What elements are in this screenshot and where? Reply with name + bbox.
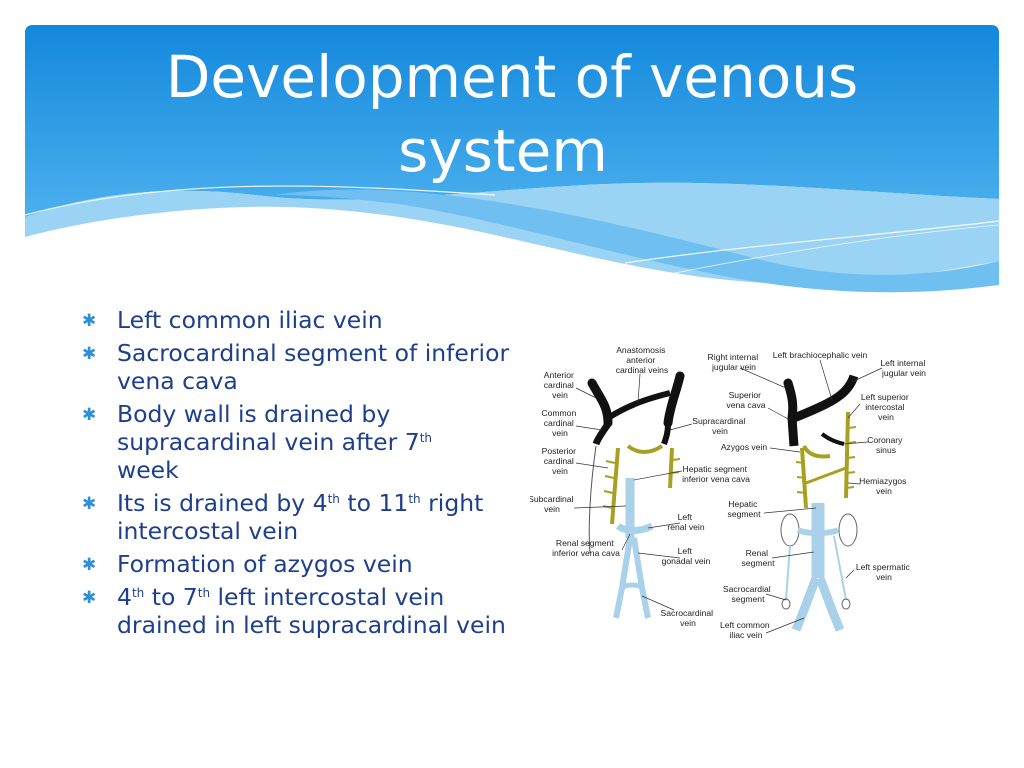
diagram-leader-lines xyxy=(573,359,883,634)
label-azygos-vein: Azygos vein xyxy=(721,442,768,452)
label-left-renal-vein: Left renal vein xyxy=(667,512,704,532)
bullet-text: supracardinal vein after 7 xyxy=(117,428,420,456)
label-subcardinal-vein: Subcardinal vein xyxy=(530,494,576,514)
bullet-text: Sacrocardinal segment of inferior vena c… xyxy=(117,339,510,395)
label-left-common-iliac-vein: Left common iliac vein xyxy=(720,620,772,640)
label-left-superior-intercostal-vein: Left superior intercostal vein xyxy=(861,392,911,422)
bullet-text: Formation of azygos vein xyxy=(117,550,413,578)
bullet-text: right intercostal vein xyxy=(117,489,484,545)
asterisk-bullet-icon: ✱ xyxy=(82,311,97,331)
bullet-item: ✱ 4th to 7th left intercostal vein drain… xyxy=(82,583,512,639)
bullet-item: ✱ Formation of azygos vein xyxy=(82,550,512,578)
ordinal-suffix: th xyxy=(327,492,340,506)
ordinal-suffix: th xyxy=(131,586,145,600)
bullet-item: ✱ Its is drained by 4th to 11th right in… xyxy=(82,489,512,545)
asterisk-bullet-icon: ✱ xyxy=(82,405,97,425)
asterisk-bullet-icon: ✱ xyxy=(82,588,97,608)
bullet-item: ✱ Sacrocardinal segment of inferior vena… xyxy=(82,339,512,395)
title-banner xyxy=(25,25,999,305)
label-sacrocardial-segment: Sacrocardial segment xyxy=(723,584,773,604)
bullet-text: 4 xyxy=(117,583,132,611)
early-stage-diagram xyxy=(587,371,685,619)
ordinal-suffix: th xyxy=(419,431,433,445)
label-superior-vena-cava: Superior vena cava xyxy=(726,390,765,410)
label-right-internal-jugular-vein: Right internal jugular vein xyxy=(707,352,760,372)
venous-development-diagram: Anastomosis anterior cardinal veins Ante… xyxy=(530,338,960,648)
label-left-brachiocephalic-vein: Left brachiocephalic vein xyxy=(773,350,868,360)
asterisk-bullet-icon: ✱ xyxy=(82,494,97,514)
label-left-spermatic-vein: Left spermatic vein xyxy=(856,562,912,582)
bullet-text: week xyxy=(117,456,179,484)
label-posterior-cardinal-vein: Posterior cardinal vein xyxy=(542,446,579,476)
ordinal-suffix: th xyxy=(408,492,421,506)
bullet-text: to 11 xyxy=(339,489,409,517)
label-hemiazygos-vein: Hemiazygos vein xyxy=(859,476,909,496)
label-common-cardinal-vein: Common cardinal vein xyxy=(541,408,578,438)
slide-title-line-1: Development of venous xyxy=(165,43,859,111)
label-anastomosis: Anastomosis anterior cardinal veins xyxy=(616,345,669,375)
late-stage-diagram xyxy=(780,374,859,632)
title-banner-background xyxy=(25,25,999,293)
bullet-text: Left common iliac vein xyxy=(117,306,383,334)
label-hepatic-segment-ivc: Hepatic segment inferior vena cava xyxy=(682,464,750,484)
label-coronary-sinus: Coronary sinus xyxy=(867,435,905,455)
label-renal-segment-ivc: Renal segment inferior vena cava xyxy=(552,538,620,558)
label-hepatic-segment: Hepatic segment xyxy=(728,499,762,519)
bullet-item: ✱ Left common iliac vein xyxy=(82,306,512,334)
bullet-item: ✱ Body wall is drained by supracardinal … xyxy=(82,400,512,484)
ordinal-suffix: th xyxy=(197,586,211,600)
asterisk-bullet-icon: ✱ xyxy=(82,555,97,575)
label-renal-segment: Renal segment xyxy=(742,548,776,568)
bullet-text: Body wall is drained by xyxy=(117,400,391,428)
label-anterior-cardinal-vein: Anterior cardinal vein xyxy=(544,370,577,400)
bullet-text: to 7 xyxy=(144,583,198,611)
label-left-gonadal-vein: Left gonadal vein xyxy=(662,546,711,566)
label-sacrocardinal-vein: Sacrocardinal vein xyxy=(661,608,716,628)
asterisk-bullet-icon: ✱ xyxy=(82,344,97,364)
slide-title: Development of venous system xyxy=(25,40,999,188)
label-supracardinal-vein: Supracardinal vein xyxy=(692,416,747,436)
bullet-text: Its is drained by 4 xyxy=(117,489,328,517)
bullet-text: left intercostal vein drained in left su… xyxy=(117,583,506,639)
label-left-internal-jugular-vein: Left internal jugular vein xyxy=(880,358,927,378)
bullet-list: ✱ Left common iliac vein ✱ Sacrocardinal… xyxy=(82,306,512,644)
slide-title-line-2: system xyxy=(398,117,608,185)
